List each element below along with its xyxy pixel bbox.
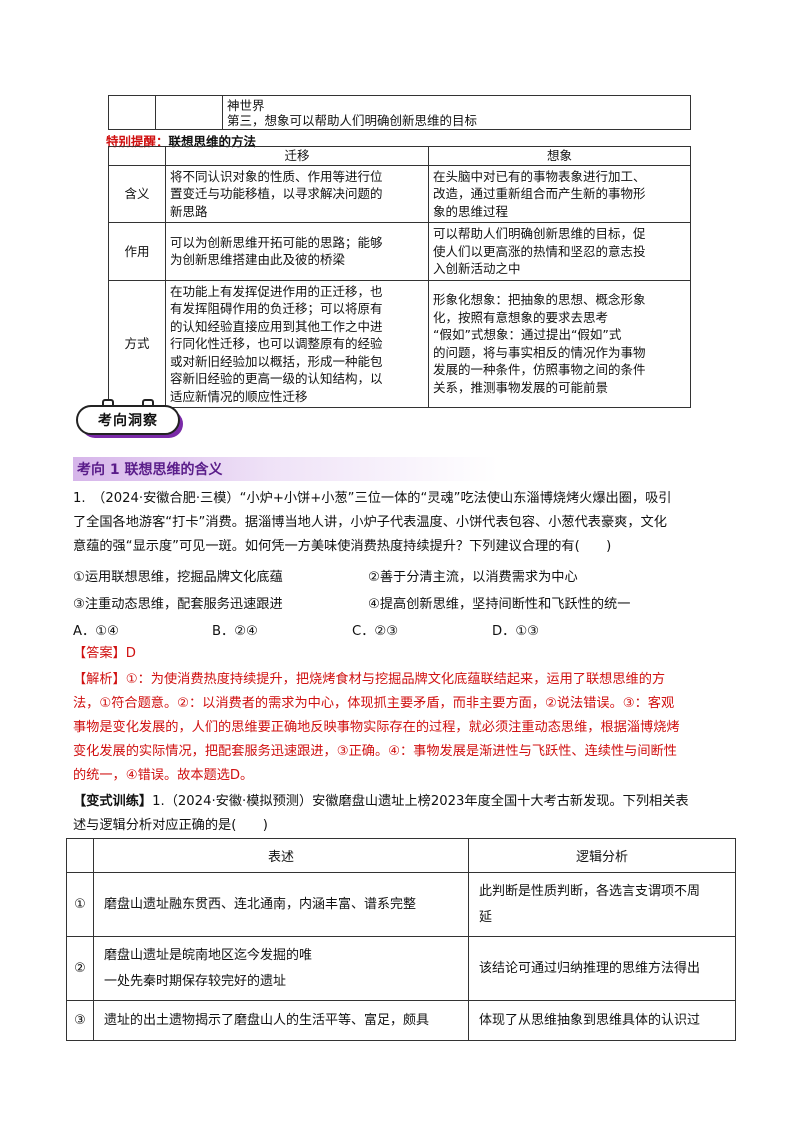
logic-header-statement: 表述 xyxy=(93,838,469,873)
cell-line: 可以为创新思维开拓可能的思路；能够 xyxy=(170,234,383,250)
statement-item: ③注重动态思维，配套服务迅速跟进 xyxy=(73,597,283,612)
cell-line: 化，按照有意想象的要求去思考 xyxy=(433,309,609,325)
cell-line: 磨盘山遗址融东贯西、连北通南，内涵丰富、谱系完整 xyxy=(104,896,417,912)
cell-line: 置变迁与功能移植，以寻求解决问题的 xyxy=(170,186,383,201)
cell-line: 的认知经验直接应用到其他工作之中进 xyxy=(170,318,383,334)
statement-cell: 磨盘山遗址融东贯西、连北通南，内涵丰富、谱系完整 xyxy=(93,872,469,937)
method-cell: 将不同认识对象的性质、作用等进行位 置变迁与功能移植，以寻求解决问题的 新思路 xyxy=(165,164,429,223)
variant-block: 【变式训练】1.（2024·安徽·模拟预测）安徽磨盘山遗址上榜2023年度全国十… xyxy=(73,790,733,838)
statement-item: ④提高创新思维，坚持间断性和飞跃性的统一 xyxy=(368,597,631,612)
analysis-line: 变化发展的实际情况，把配套服务迅速跟进，③正确。④：事物发展是渐进性与飞跃性、连… xyxy=(73,744,677,759)
tip-label: 特别提醒： xyxy=(106,134,169,149)
cell-line: 象的思维过程 xyxy=(433,203,509,219)
section-badge: 考向洞察 xyxy=(76,399,184,438)
method-header-empty xyxy=(108,146,166,166)
fragment-cell-empty-2 xyxy=(155,95,223,130)
method-header-imagination: 想象 xyxy=(428,146,691,166)
method-cell: 在头脑中对已有的事物表象进行加工、 改造，通过重新组合而产生新的事物形 象的思维… xyxy=(428,164,691,223)
row-number: ③ xyxy=(66,1000,94,1041)
statement-item: ①运用联想思维，挖掘品牌文化底蕴 xyxy=(73,570,283,585)
fragment-line-1: 神世界 xyxy=(227,97,265,113)
question-line: 了全国各地游客“打卡”消费。据淄博当地人讲，小炉子代表温度、小饼代表包容、小葱代… xyxy=(73,515,667,530)
analysis-line: 法，①符合题意。②：以消费者的需求为中心，体现抓主要矛盾，而非主要方面，②说法错… xyxy=(73,696,675,711)
cell-line: “假如”式想象：通过提出“假如”式 xyxy=(433,327,622,343)
cell-line: 改造，通过重新组合而产生新的事物形 xyxy=(433,186,646,201)
cell-line: 可以帮助人们明确创新思维的目标，促 xyxy=(433,226,646,241)
cell-line: 为创新思维搭建由此及彼的桥梁 xyxy=(170,252,346,268)
question-line: 1. （2024·安徽合肥·三模）“小炉+小饼+小葱”三位一体的“灵魂”吃法使山… xyxy=(73,491,672,506)
method-cell: 形象化想象：把抽象的思想、概念形象 化，按照有意想象的要求去思考 “假如”式想象… xyxy=(428,279,691,408)
method-cell: 可以为创新思维开拓可能的思路；能够 为创新思维搭建由此及彼的桥梁 xyxy=(165,222,429,281)
logic-table: 表述 逻辑分析 ① 磨盘山遗址融东贯西、连北通南，内涵丰富、谱系完整 此判断是性… xyxy=(66,838,736,1041)
analysis-line: 【解析】①：为使消费热度持续提升，把烧烤食材与挖掘品牌文化底蕴联结起来，运用了联… xyxy=(73,672,666,687)
cell-line: 关系，推测事物发展的可能前景 xyxy=(433,379,609,395)
variant-line: 【变式训练】1.（2024·安徽·模拟预测）安徽磨盘山遗址上榜2023年度全国十… xyxy=(73,794,689,809)
cell-line: 在头脑中对已有的事物表象进行加工、 xyxy=(433,168,646,184)
cell-line: 在功能上有发挥促进作用的正迁移，也 xyxy=(170,283,383,299)
cell-line: 此判断是性质判断，各选言支谓项不周 xyxy=(479,883,701,899)
section-heading: 考向 1 联想思维的含义 xyxy=(73,457,727,481)
fragment-cell-text: 神世界 第三，想象可以帮助人们明确创新思维的目标 xyxy=(222,95,691,130)
badge-label: 考向洞察 xyxy=(76,405,180,435)
cell-line: 有发挥阻碍作用的负迁移；可以将原有 xyxy=(170,301,383,316)
logic-header-analysis: 逻辑分析 xyxy=(468,838,736,873)
cell-line: 使人们以更高涨的热情和坚忍的意志投 xyxy=(433,243,646,259)
cell-line: 适应新情况的顺应性迁移 xyxy=(170,388,308,404)
variant-label: 【变式训练】 xyxy=(73,794,153,809)
variant-line: 述与逻辑分析对应正确的是( ) xyxy=(73,818,268,833)
choice-c: C．②③ xyxy=(352,624,399,639)
special-tip: 特别提醒：联想思维的方法 xyxy=(106,131,256,150)
method-cell: 在功能上有发挥促进作用的正迁移，也 有发挥阻碍作用的负迁移；可以将原有 的认知经… xyxy=(165,279,429,408)
analysis-cell: 体现了从思维抽象到思维具体的认识过 xyxy=(468,1000,736,1041)
question-stem: 1. （2024·安徽合肥·三模）“小炉+小饼+小葱”三位一体的“灵魂”吃法使山… xyxy=(73,487,733,559)
cell-line: 体现了从思维抽象到思维具体的认识过 xyxy=(479,1012,701,1028)
method-cell: 可以帮助人们明确创新思维的目标，促 使人们以更高涨的热情和坚忍的意志投 入创新活… xyxy=(428,222,691,281)
question-line: 意蕴的强“显示度”可见一斑。如何凭一方美味使消费热度持续提升？下列建议合理的有(… xyxy=(73,539,612,554)
method-row-label: 含义 xyxy=(108,164,166,223)
cell-line: 或对新旧经验加以概括，形成一种能包 xyxy=(170,353,383,369)
choice-d: D．①③ xyxy=(492,624,539,639)
cell-line: 形象化想象：把抽象的思想、概念形象 xyxy=(433,292,646,308)
cell-line: 的问题，将与事实相反的情况作为事物 xyxy=(433,344,646,360)
analysis-label: 【解析】 xyxy=(73,672,126,687)
answer-line: 【答案】D xyxy=(73,642,733,666)
row-number: ② xyxy=(66,936,94,1001)
method-header-transfer: 迁移 xyxy=(165,146,429,166)
method-row-label: 方式 xyxy=(108,279,166,408)
statement-cell: 遗址的出土遗物揭示了磨盘山人的生活平等、富足，颇具 xyxy=(93,1000,469,1041)
analysis-cell: 此判断是性质判断，各选言支谓项不周 延 xyxy=(468,872,736,937)
cell-line: 新思路 xyxy=(170,203,208,219)
row-number: ① xyxy=(66,872,94,937)
analysis-block: 【解析】①：为使消费热度持续提升，把烧烤食材与挖掘品牌文化底蕴联结起来，运用了联… xyxy=(73,668,733,788)
cell-line: 一处先秦时期保存较完好的遗址 xyxy=(104,973,287,989)
cell-line: 延 xyxy=(479,909,493,925)
cell-line: 行同化性迁移，也可以调整原有的经验 xyxy=(170,336,383,351)
choice-b: B．②④ xyxy=(212,624,258,639)
analysis-line: 的统一，④错误。故本题选D。 xyxy=(73,768,254,783)
tip-title: 联想思维的方法 xyxy=(168,134,257,149)
logic-header-empty xyxy=(66,838,94,873)
statement-cell: 磨盘山遗址是皖南地区迄今发掘的唯 一处先秦时期保存较完好的遗址 xyxy=(93,936,469,1001)
cell-line: 该结论可通过归纳推理的思维方法得出 xyxy=(479,960,701,976)
cell-line: 将不同认识对象的性质、作用等进行位 xyxy=(170,168,383,184)
fragment-cell-empty-1 xyxy=(108,95,156,130)
method-table: 迁移 想象 含义 将不同认识对象的性质、作用等进行位 置变迁与功能移植，以寻求解… xyxy=(108,146,691,408)
fragment-table: 神世界 第三，想象可以帮助人们明确创新思维的目标 xyxy=(108,95,691,130)
cell-line: 发展的一种条件，仿照事物之间的条件 xyxy=(433,362,646,378)
analysis-cell: 该结论可通过归纳推理的思维方法得出 xyxy=(468,936,736,1001)
answer-value: D xyxy=(125,646,136,661)
cell-line: 入创新活动之中 xyxy=(433,261,521,276)
choice-a: A．①④ xyxy=(73,624,119,639)
cell-line: 容新旧经验的更高一级的认知结构，以 xyxy=(170,371,383,386)
fragment-line-2: 第三，想象可以帮助人们明确创新思维的目标 xyxy=(227,112,478,128)
answer-label: 【答案】 xyxy=(73,646,126,661)
statement-item: ②善于分清主流，以消费需求为中心 xyxy=(368,570,578,585)
cell-line: 磨盘山遗址是皖南地区迄今发掘的唯 xyxy=(104,947,313,963)
cell-line: 遗址的出土遗物揭示了磨盘山人的生活平等、富足，颇具 xyxy=(104,1012,430,1028)
method-row-label: 作用 xyxy=(108,222,166,281)
analysis-line: 事物是变化发展的，人们的思维要正确地反映事物实际存在的过程，就必须注重动态思维，… xyxy=(73,720,680,735)
